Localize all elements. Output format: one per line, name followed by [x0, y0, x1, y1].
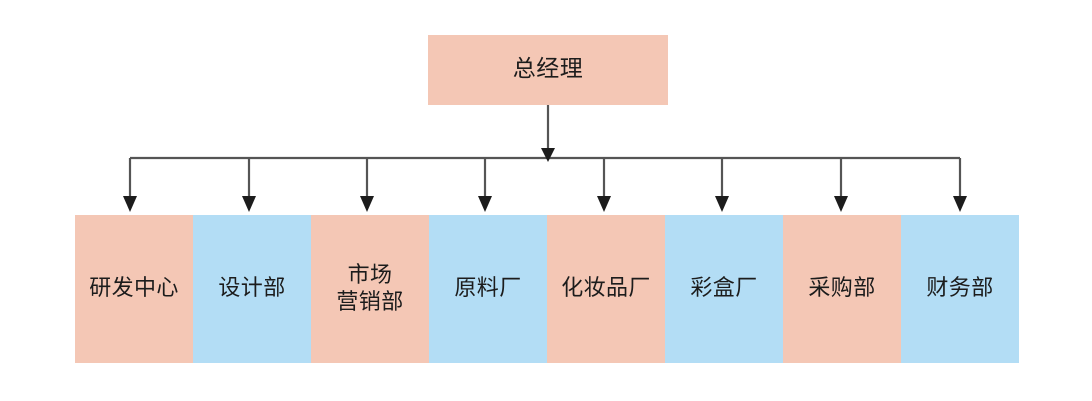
connector-arrowheads [123, 148, 967, 212]
arrowhead-root-stem [541, 148, 555, 162]
org-node-child-2[interactable]: 市场 营销部 [311, 215, 429, 363]
org-node-child-4[interactable]: 化妆品厂 [547, 215, 665, 363]
org-node-child-3-label: 原料厂 [454, 276, 522, 302]
org-node-child-5[interactable]: 彩盒厂 [665, 215, 783, 363]
org-node-child-1-label: 设计部 [218, 276, 286, 302]
org-node-child-6-label: 采购部 [808, 276, 876, 302]
org-node-root[interactable]: 总经理 [428, 35, 668, 105]
arrowhead-child-3 [478, 196, 492, 212]
org-children-row: 研发中心 设计部 市场 营销部 原料厂 化妆品厂 彩盒厂 采购部 财务部 [75, 215, 1019, 363]
org-node-child-7-label: 财务部 [926, 276, 994, 302]
arrowhead-child-7 [953, 196, 967, 212]
arrowhead-child-1 [242, 196, 256, 212]
arrowhead-child-0 [123, 196, 137, 212]
org-node-child-0-label: 研发中心 [89, 276, 179, 302]
org-node-child-0[interactable]: 研发中心 [75, 215, 193, 363]
org-node-child-6[interactable]: 采购部 [783, 215, 901, 363]
connector-lines [128, 105, 962, 199]
arrowhead-child-6 [834, 196, 848, 212]
arrowhead-child-5 [715, 196, 729, 212]
org-node-child-1[interactable]: 设计部 [193, 215, 311, 363]
org-node-root-label: 总经理 [512, 56, 584, 83]
org-node-child-5-label: 彩盒厂 [690, 276, 758, 302]
arrowhead-child-2 [360, 196, 374, 212]
org-node-child-7[interactable]: 财务部 [901, 215, 1019, 363]
org-node-child-3[interactable]: 原料厂 [429, 215, 547, 363]
arrowhead-child-4 [597, 196, 611, 212]
org-node-child-4-label: 化妆品厂 [561, 276, 651, 302]
org-node-child-2-label: 市场 营销部 [336, 262, 404, 316]
